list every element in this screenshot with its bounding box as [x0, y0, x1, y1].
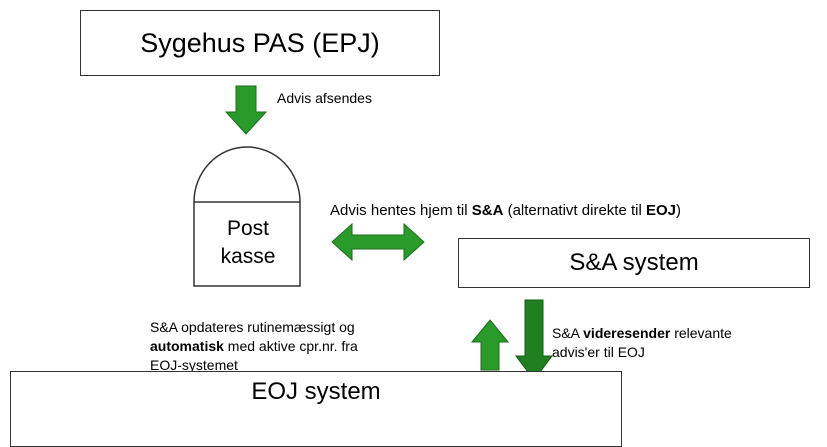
sa-opdateres-label: S&A opdateres rutinemæssigt og automatis… [150, 319, 358, 373]
up-arrow-eoj-to-sa [470, 319, 510, 371]
postkasse-line2: kasse [220, 245, 276, 268]
eoj-system-label: EOJ system [251, 378, 381, 405]
advis-afsendes-label: Advis afsendes [277, 90, 372, 106]
postkasse-text: Post kasse [194, 215, 302, 271]
sygehus-pas-box: Sygehus PAS (EPJ) [80, 10, 440, 76]
down-arrow-to-postkasse [224, 85, 268, 135]
sa-videresender-label: S&A videresender relevante advis'er til … [552, 325, 732, 360]
double-arrow-postkasse-sa [331, 222, 425, 262]
advis-hentes-label: Advis hentes hjem til S&A (alternativt d… [330, 202, 681, 219]
down-arrow-sa-to-eoj [515, 299, 553, 381]
postkasse-line1: Post [226, 217, 270, 240]
eoj-system-box: EOJ system [10, 371, 622, 447]
postkasse-shape [193, 146, 301, 287]
sa-system-box: S&A system [458, 238, 810, 288]
sygehus-pas-label: Sygehus PAS (EPJ) [140, 27, 380, 58]
sa-system-label: S&A system [569, 249, 699, 276]
